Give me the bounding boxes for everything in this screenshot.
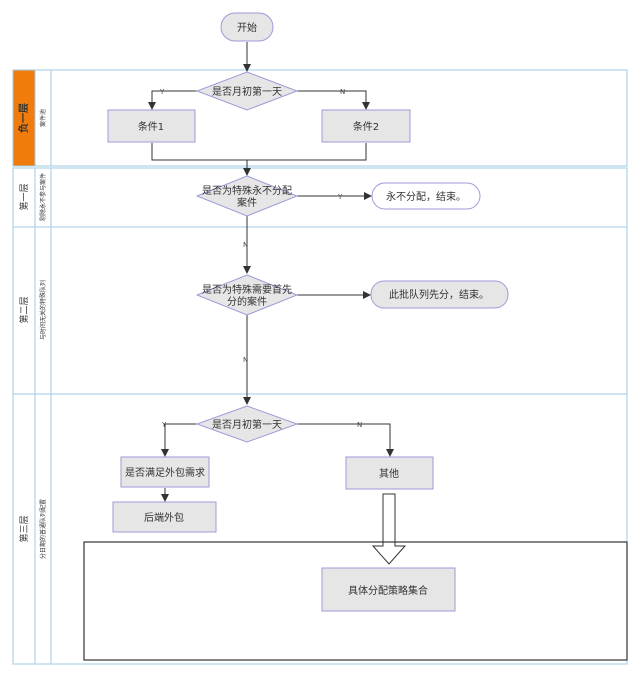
decision-node-3 (195, 274, 299, 316)
edge-label-y-1: Y (159, 88, 165, 96)
lane-3-title: 第三层 (18, 515, 30, 542)
decision-node-4 (195, 405, 299, 443)
strategy-set-label: 具体分配策略集合 (348, 584, 428, 597)
outsource-check-label: 是否满足外包需求 (125, 466, 205, 479)
edge-cond1-merge (151, 143, 367, 161)
connectors (148, 42, 394, 502)
lane-2-subtitle: 与时间无关的特殊队列 (39, 280, 47, 340)
lane-1-title: 第一层 (18, 183, 30, 210)
edge-label-y-3: Y (161, 421, 167, 429)
decision-node-1 (195, 71, 299, 111)
other-label: 其他 (379, 467, 399, 480)
edge-label-y-2: Y (337, 193, 343, 201)
lane-0-subtitle: 案件池 (39, 109, 47, 127)
edge-label-n-1: N (340, 88, 345, 96)
edge-decision4-other (297, 423, 394, 457)
start-node (220, 12, 274, 42)
end-2-label: 此批队列先分，结束。 (389, 288, 489, 301)
swimlanes: 负一层 案件池 第一层 剔除永不参与案件 第二层 与时间无关的特殊队列 第三层 … (12, 69, 628, 665)
edge-decision1-cond1 (148, 90, 197, 110)
condition-2-label: 条件2 (353, 120, 379, 133)
backend-outsource-label: 后端外包 (144, 511, 184, 524)
decision-1-label: 是否月初第一天 (212, 85, 282, 98)
decision-2-label-line2: 案件 (237, 196, 257, 209)
end-1-label: 永不分配，结束。 (386, 190, 466, 203)
end-node-1 (371, 182, 481, 210)
edge-decision4-outsource (161, 423, 197, 457)
condition-1-node (107, 109, 196, 143)
edge-decision1-cond2 (297, 90, 370, 110)
block-arrow (371, 493, 407, 565)
start-label: 开始 (237, 21, 257, 34)
decision-4-label: 是否月初第一天 (212, 418, 282, 431)
decision-2-label-line1: 是否为特殊永不分配 (202, 184, 292, 197)
lane-0-title: 负一层 (17, 103, 30, 133)
edge-label-n-3: N (243, 356, 248, 364)
lane-1-subtitle: 剔除永不参与案件 (39, 173, 47, 221)
end-node-2 (370, 280, 509, 309)
nodes: 开始 是否月初第一天 条件1 条件2 是否为特殊永不分配 案件 永不分配，结束。… (83, 12, 628, 661)
lane-2-body (50, 226, 628, 395)
decision-node-2 (195, 175, 299, 217)
backend-outsource-node (112, 501, 217, 533)
edge-label-n-4: N (357, 421, 362, 429)
lane-2-title: 第二层 (18, 296, 30, 323)
edge-labels: Y N Y N N Y N (159, 88, 362, 429)
strategy-set-node (321, 567, 456, 612)
decision-3-label-line2: 分的案件 (227, 295, 267, 308)
condition-1-label: 条件1 (138, 120, 164, 133)
lane-0-body (50, 69, 628, 167)
outsource-check-node (120, 456, 210, 488)
condition-2-node (321, 109, 411, 143)
edge-label-n-2: N (243, 241, 248, 249)
lane-3-body (50, 393, 628, 665)
strategy-container (83, 541, 628, 661)
decision-3-label-line1: 是否为特殊需要首先 (202, 283, 292, 296)
other-node (345, 456, 434, 490)
lane-3-subtitle: 分日期的普通队列配置 (39, 499, 47, 559)
